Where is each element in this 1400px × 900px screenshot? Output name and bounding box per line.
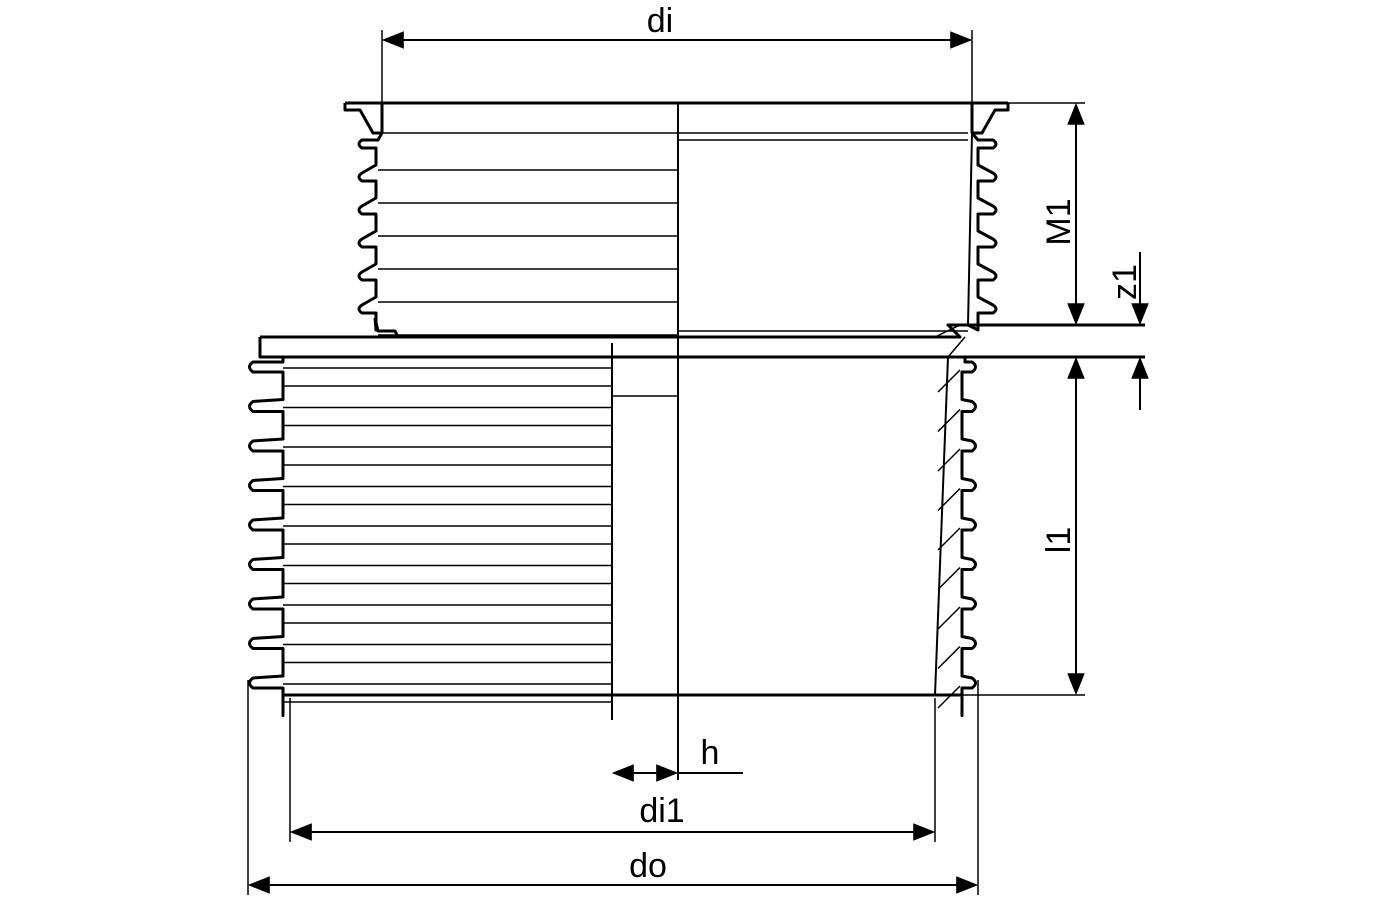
dimension-z1: z1	[1106, 252, 1149, 410]
z1-label: z1	[1106, 264, 1144, 300]
upper-socket-right-wall	[967, 132, 973, 326]
lower-socket-left-ribs	[248, 355, 285, 717]
lower-socket	[248, 355, 1085, 717]
lower-hatch-line	[937, 527, 961, 551]
lower-socket-right-wall	[934, 356, 949, 696]
do-label: do	[629, 847, 667, 885]
lower-hatch-line	[937, 606, 961, 630]
lower-hatch-line	[937, 369, 961, 393]
lower-hatch-line	[937, 408, 961, 433]
upper-socket-bottom-lip	[373, 317, 1145, 338]
do-extension-lines	[247, 680, 979, 895]
lower-hatch-line	[937, 566, 961, 591]
dimension-l1: l1	[1040, 356, 1085, 696]
M1-label: M1	[1040, 198, 1078, 245]
dimension-M1: M1	[1008, 102, 1085, 326]
lower-socket-hatch	[937, 369, 961, 709]
lower-hatch-line	[937, 448, 961, 472]
h-label: h	[701, 734, 720, 772]
lower-hatch-line	[937, 685, 961, 709]
upper-socket-left-ribs	[357, 132, 384, 332]
l1-label: l1	[1040, 527, 1078, 553]
upper-socket-section-lines	[382, 132, 968, 332]
upper-socket-rim	[343, 101, 1010, 135]
upper-socket-right-ribs	[967, 132, 998, 332]
shoulder-hatch	[934, 324, 966, 358]
di1-extension-lines	[289, 698, 936, 842]
dimension-do: do	[247, 680, 979, 895]
dimension-di1: di1	[289, 698, 936, 842]
lower-hatch-line	[937, 645, 961, 670]
di1-label: di1	[639, 792, 684, 830]
dimension-h: h	[611, 734, 743, 782]
upper-socket	[343, 101, 1145, 338]
lower-hatch-line	[937, 487, 961, 512]
lower-socket-grooves	[283, 367, 612, 703]
upper-socket-grooves	[378, 169, 678, 336]
di-label: di	[647, 2, 673, 40]
lower-socket-right-ribs	[935, 355, 977, 717]
dimension-di: di	[381, 2, 973, 130]
